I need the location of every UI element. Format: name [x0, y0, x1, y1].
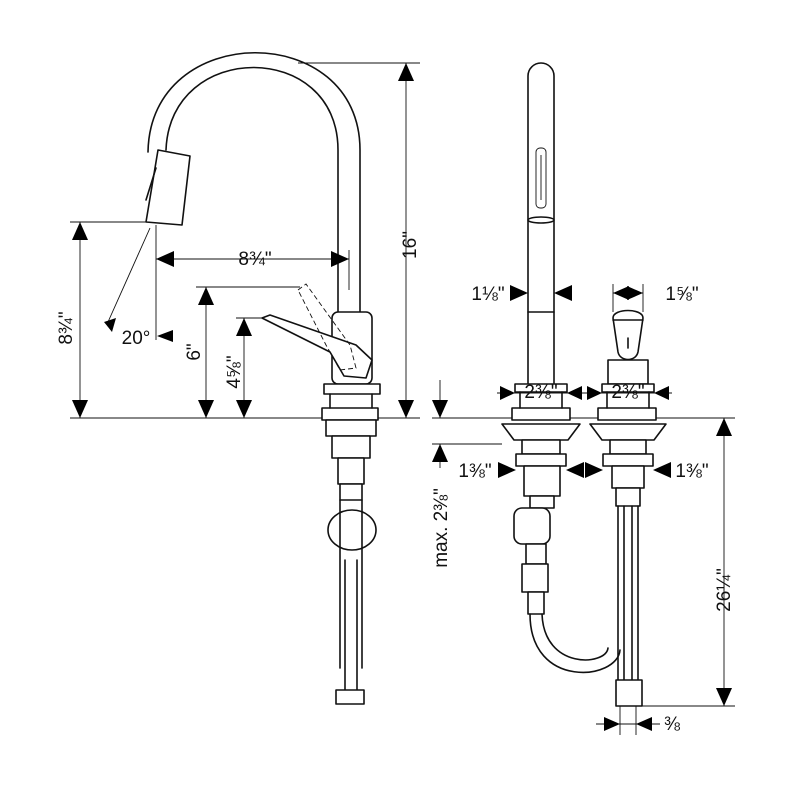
swivel-angle-label: 20°: [122, 328, 151, 349]
lever-pivot-height-label: 6": [184, 343, 205, 360]
handle-base-label: 2⅜": [611, 382, 644, 403]
handle-front: [612, 309, 644, 361]
spray-face: [527, 216, 555, 224]
spout-plate: [501, 423, 581, 441]
spray-head-groove: [145, 167, 157, 201]
handle-plate: [589, 423, 667, 441]
side-view: 16" 8¾" 8¾" 20° 6" 4⅝": [56, 51, 421, 705]
hose-loop-inner: [541, 613, 609, 661]
supply-connection-label: ⅜: [664, 714, 680, 735]
connector-fitting: [339, 483, 363, 501]
handle-shank-label: 1⅜": [675, 461, 708, 482]
total-height-label: 16": [400, 231, 421, 259]
handle-base: [607, 359, 649, 385]
supply-length-label: 26¼": [714, 568, 735, 612]
hose-loop-outer: [529, 613, 621, 674]
mounting-plate: [325, 419, 377, 437]
spout-front: [527, 62, 555, 384]
lever-height-label: 4⅝": [224, 355, 245, 388]
spout-base-label: 2⅜": [524, 382, 557, 403]
lever-handle: [261, 314, 373, 379]
base-ring: [323, 383, 381, 395]
shank: [337, 457, 365, 485]
spray-head: [145, 149, 191, 226]
front-view: 1⅛" 1⅝" 2⅜" 2⅜" 1⅜" 1⅜" max. 2⅜": [431, 62, 735, 735]
handle-width-label: 1⅝": [665, 284, 698, 305]
hose-weight: [327, 509, 377, 551]
spout-shank-label: 1⅜": [458, 461, 491, 482]
spray-weight: [513, 507, 551, 545]
mounting-nut: [331, 435, 371, 459]
max-deck-thickness-label: max. 2⅜": [431, 488, 452, 568]
base-escutcheon: [321, 407, 379, 421]
spout-width-label: 1⅛": [471, 284, 504, 305]
hose-connector: [335, 689, 365, 705]
spout-outer: [165, 66, 339, 321]
spout-inner: [147, 51, 361, 321]
spout-reach-label: 8¾": [238, 249, 271, 270]
supply-connection: [615, 679, 643, 707]
spray-head-button: [535, 147, 547, 209]
lever-open-position: [297, 283, 357, 371]
spout-clearance-label: 8¾": [56, 311, 77, 344]
